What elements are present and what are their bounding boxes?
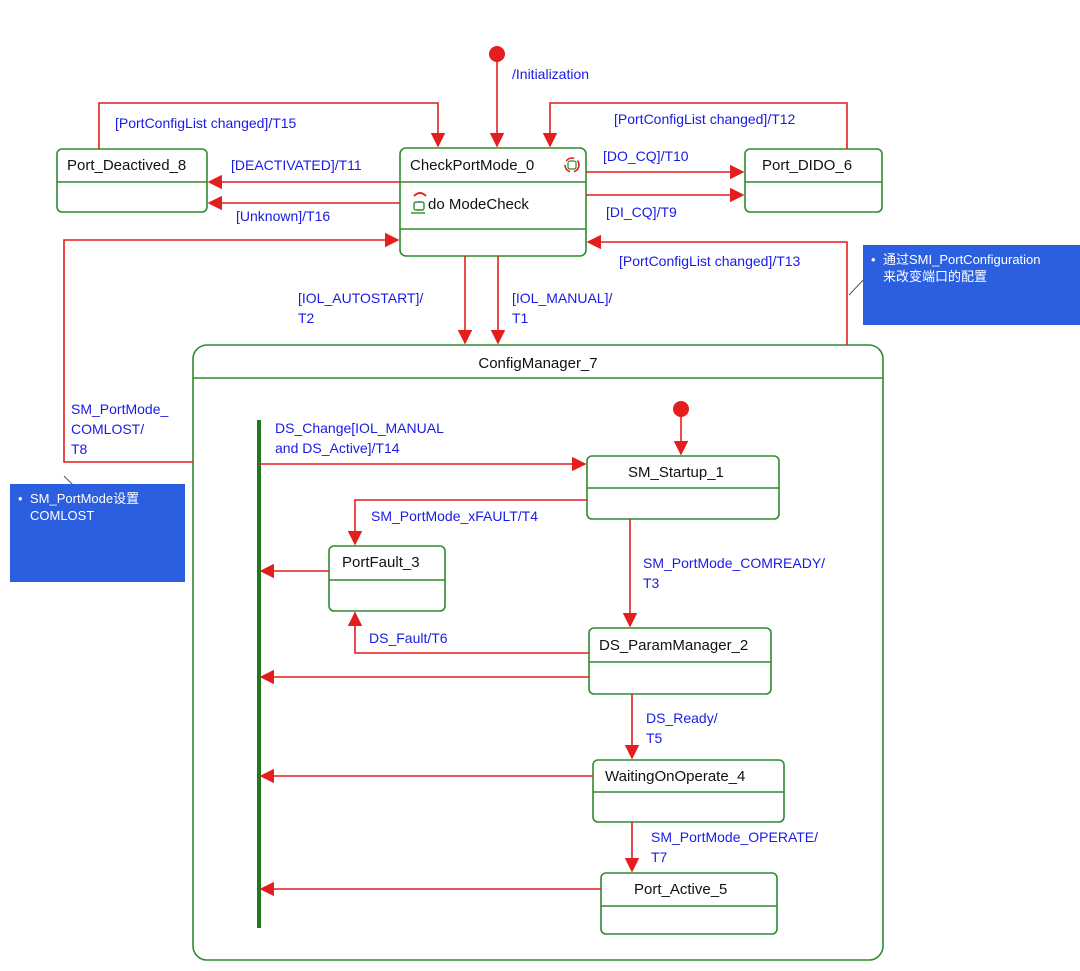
note-right-line-2: 来改变端口的配置 bbox=[883, 269, 988, 284]
check-port-mode-title: CheckPortMode_0 bbox=[410, 157, 534, 174]
sm-startup-title: SM_Startup_1 bbox=[628, 464, 724, 481]
label-t4: SM_PortMode_xFAULT/T4 bbox=[371, 508, 538, 524]
do-activity-icon bbox=[411, 192, 427, 214]
label-t1: [IOL_MANUAL]/ T1 bbox=[512, 290, 616, 326]
config-manager-title: ConfigManager_7 bbox=[478, 355, 597, 372]
label-t11: [DEACTIVATED]/T11 bbox=[231, 157, 362, 173]
waiting-on-operate-title: WaitingOnOperate_4 bbox=[605, 768, 745, 785]
state-check-port-mode: CheckPortMode_0 do ModeCheck bbox=[399, 147, 587, 257]
label-t3: SM_PortMode_COMREADY/ T3 bbox=[643, 555, 829, 591]
label-initialization: /Initialization bbox=[512, 66, 589, 82]
state-waiting-on-operate: WaitingOnOperate_4 bbox=[592, 759, 785, 823]
state-port-dido: Port_DIDO_6 bbox=[744, 148, 883, 213]
note-left-line-2: COMLOST bbox=[30, 508, 95, 523]
label-t8: SM_PortMode_ COMLOST/ T8 bbox=[71, 401, 172, 457]
port-fault-title: PortFault_3 bbox=[342, 554, 420, 571]
note-left-line-1: SM_PortMode设置 bbox=[30, 491, 140, 506]
label-t13: [PortConfigList changed]/T13 bbox=[619, 253, 801, 269]
label-t6: DS_Fault/T6 bbox=[369, 630, 448, 646]
note-right: • 通过SMI_PortConfiguration 来改变端口的配置 bbox=[863, 245, 1080, 325]
state-port-deactived: Port_Deactived_8 bbox=[56, 148, 208, 213]
label-t15: [PortConfigList changed]/T15 bbox=[115, 115, 297, 131]
arrow-t4 bbox=[347, 499, 587, 546]
transition-lines bbox=[63, 62, 848, 897]
arrow-t15 bbox=[98, 102, 446, 149]
ds-param-manager-title: DS_ParamManager_2 bbox=[599, 637, 748, 654]
state-sm-startup: SM_Startup_1 bbox=[586, 455, 780, 520]
initial-pseudostate-inner bbox=[673, 401, 689, 417]
label-t12: [PortConfigList changed]/T12 bbox=[614, 111, 796, 127]
label-t5: DS_Ready/ T5 bbox=[646, 710, 721, 746]
port-dido-title: Port_DIDO_6 bbox=[762, 157, 852, 174]
note-left: • SM_PortMode设置 COMLOST bbox=[10, 484, 185, 582]
label-t2: [IOL_AUTOSTART]/ T2 bbox=[298, 290, 427, 326]
port-deactived-title: Port_Deactived_8 bbox=[67, 157, 186, 174]
note-left-bullet: • bbox=[18, 491, 23, 506]
state-port-active: Port_Active_5 bbox=[600, 872, 778, 935]
arrow-t6 bbox=[347, 611, 589, 654]
label-t16: [Unknown]/T16 bbox=[236, 208, 330, 224]
check-port-mode-activity: do ModeCheck bbox=[428, 196, 529, 213]
note-right-line-1: 通过SMI_PortConfiguration bbox=[883, 252, 1041, 267]
sub-machine-icon bbox=[564, 157, 580, 173]
label-t10: [DO_CQ]/T10 bbox=[603, 148, 689, 164]
note-right-bullet: • bbox=[871, 252, 876, 267]
state-ds-param-manager: DS_ParamManager_2 bbox=[588, 627, 772, 695]
arrow-t8 bbox=[63, 232, 400, 463]
port-active-title: Port_Active_5 bbox=[634, 881, 727, 898]
initial-pseudostate-top bbox=[489, 46, 505, 62]
state-config-manager: ConfigManager_7 bbox=[192, 344, 884, 961]
label-t7: SM_PortMode_OPERATE/ T7 bbox=[651, 829, 822, 865]
label-t14: DS_Change[IOL_MANUAL and DS_Active]/T14 bbox=[275, 420, 447, 456]
state-port-fault: PortFault_3 bbox=[328, 545, 446, 612]
label-t9: [DI_CQ]/T9 bbox=[606, 204, 677, 220]
arrow-t13 bbox=[586, 234, 848, 345]
arrow-t12 bbox=[542, 102, 848, 149]
